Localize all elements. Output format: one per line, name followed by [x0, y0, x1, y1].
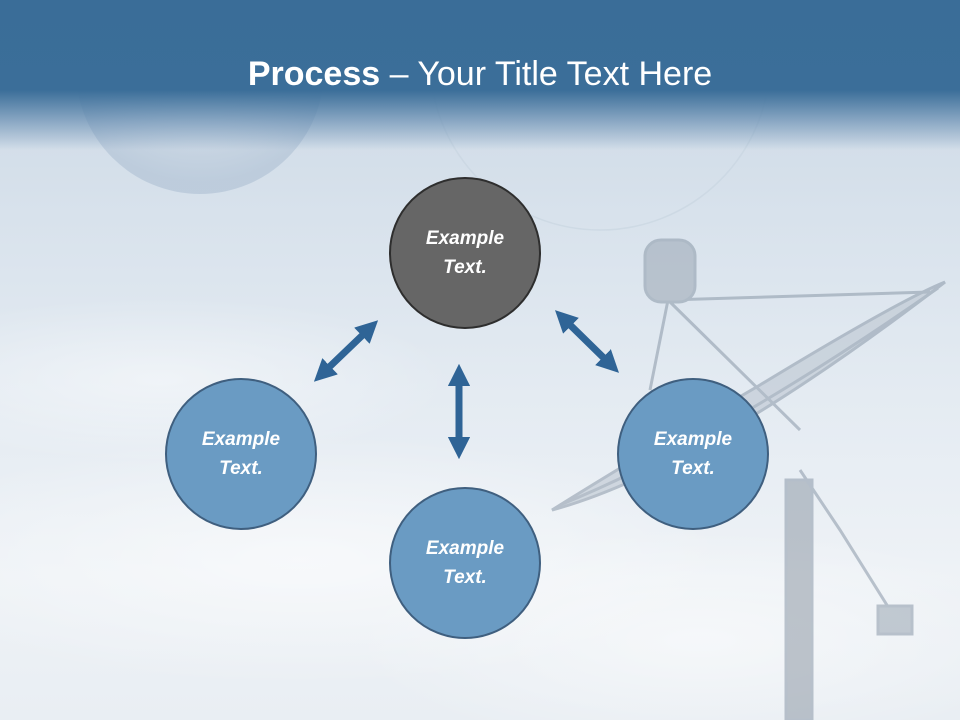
- node-top-label: Example Text.: [425, 228, 505, 278]
- node-right: Example Text.: [617, 378, 769, 530]
- node-left: Example Text.: [165, 378, 317, 530]
- title-separator: –: [380, 55, 418, 93]
- title-rest: Your Title Text Here: [417, 55, 713, 93]
- title-bold: Process: [247, 55, 381, 93]
- title-bar: [0, 0, 960, 150]
- arrow-top-left: [313, 320, 379, 382]
- node-bottom-label: Example Text.: [425, 538, 505, 588]
- node-bottom: Example Text.: [389, 487, 541, 639]
- node-left-label: Example Text.: [201, 429, 281, 479]
- arrow-top-right: [554, 310, 620, 373]
- node-top: Example Text.: [389, 177, 541, 329]
- node-right-label: Example Text.: [653, 429, 733, 479]
- slide-title: Process – Your Title Text Here: [0, 52, 960, 96]
